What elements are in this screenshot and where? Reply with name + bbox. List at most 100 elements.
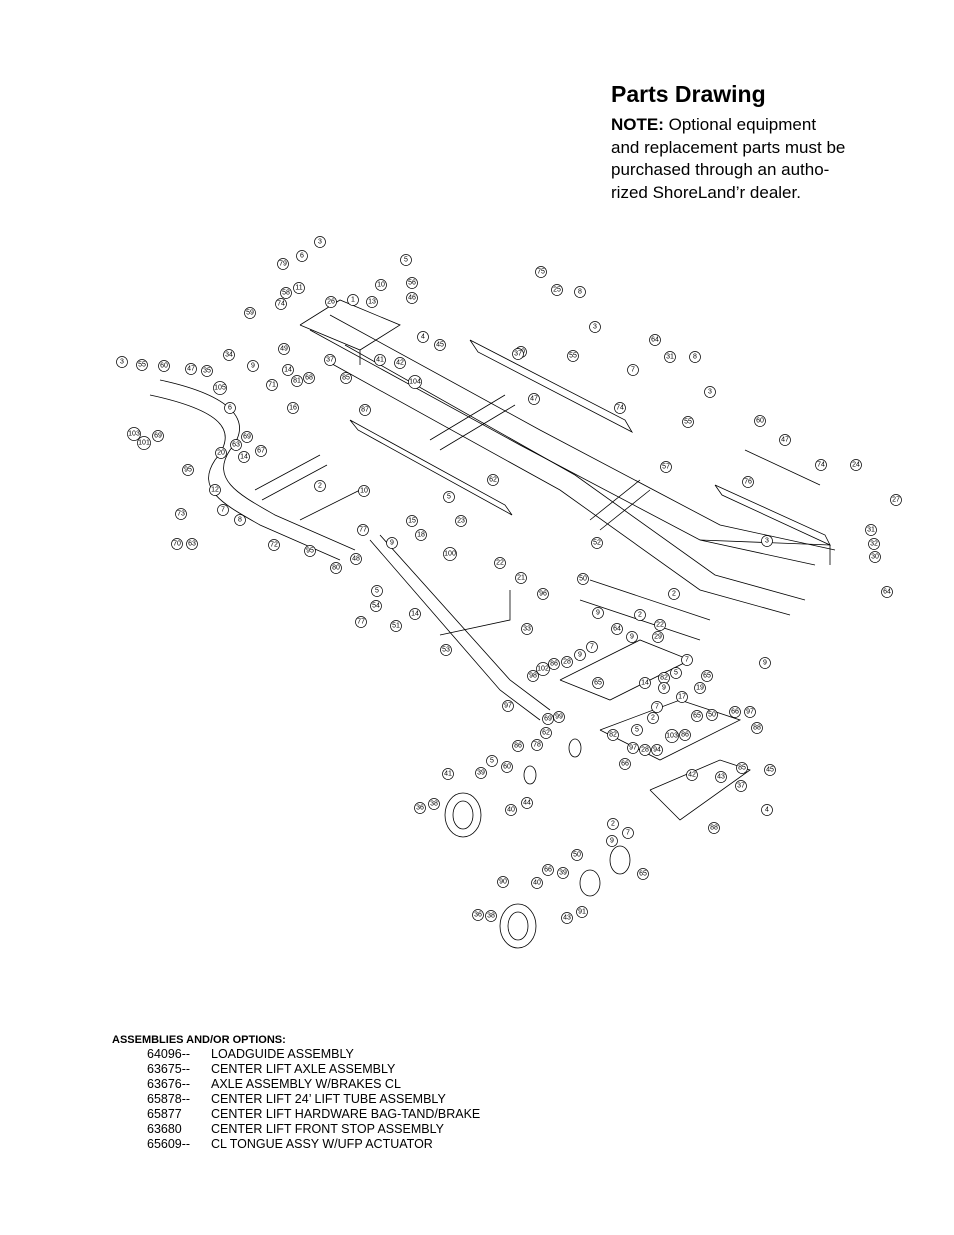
callout-circle [540,727,552,739]
callout-circle [137,436,151,450]
callout-circle [175,508,187,520]
callout-number: 74 [616,405,624,412]
callout-number: 5 [635,727,639,734]
callout-number: 8 [578,289,582,296]
callout-number: 31 [666,354,674,361]
callout-circle [591,537,603,549]
callout-circle [434,339,446,351]
part-callout: 95 [304,545,316,557]
callout-number: 5 [404,257,408,264]
callout-number: 69 [154,433,162,440]
assembly-desc: CENTER LIFT AXLE ASSEMBLY [211,1062,396,1076]
callout-circle [485,910,497,922]
title-block: Parts Drawing NOTE: Optional equipment a… [611,80,911,204]
part-callout: 10 [375,279,387,291]
part-callout: 50 [577,573,589,585]
part-callout: 25 [551,284,563,296]
part-callout: 38 [485,910,497,922]
note-line-3: purchased through an autho- [611,160,830,179]
callout-circle [386,537,398,549]
part-callout: 42 [686,769,698,781]
callout-circle [557,867,569,879]
callout-circle [679,729,691,741]
part-callout: 62 [540,727,552,739]
callout-circle [502,700,514,712]
callout-circle [754,415,766,427]
callout-circle [486,755,498,767]
part-callout: 34 [223,349,235,361]
callout-number: 5 [490,758,494,765]
part-callout: 39 [557,867,569,879]
callout-number: 88 [710,825,718,832]
callout-number: 66 [621,761,629,768]
part-callout: 97 [627,742,639,754]
callout-circle [626,631,638,643]
callout-number: 34 [225,352,233,359]
part-callout: 97 [744,706,756,718]
part-callout: 72 [268,539,280,551]
callout-number: 2 [638,612,642,619]
callout-number: 54 [372,603,380,610]
callout-circle [443,547,457,561]
callout-number: 72 [270,542,278,549]
part-callout: 10 [358,485,370,497]
callout-circle [330,562,342,574]
callout-circle [414,802,426,814]
callout-number: 50 [579,576,587,583]
part-callout: 82 [658,672,670,684]
callout-circle [359,404,371,416]
part-callout: 35 [201,365,213,377]
callout-number: 82 [609,732,617,739]
callout-circle [742,476,754,488]
callout-circle [577,573,589,585]
part-callout: 14 [282,364,294,376]
callout-number: 82 [660,675,668,682]
part-callout: 45 [434,339,446,351]
callout-circle [664,351,676,363]
callout-circle [553,711,565,723]
callout-number: 36 [474,912,482,919]
callout-circle [127,427,141,441]
callout-circle [494,557,506,569]
callout-number: 76 [744,479,752,486]
assembly-code: 63676-- [147,1077,191,1091]
callout-number: 9 [596,610,600,617]
callout-number: 97 [746,709,754,716]
callout-number: 69 [243,434,251,441]
callout-circle [296,250,308,262]
callout-circle [440,644,452,656]
callout-circle [551,284,563,296]
callout-number: 94 [653,747,661,754]
part-callout: 30 [869,551,881,563]
part-callout: 22 [494,557,506,569]
callout-number: 69 [544,716,552,723]
callout-circle [217,504,229,516]
callout-circle [694,682,706,694]
callout-number: 103 [666,733,678,740]
callout-circle [531,877,543,889]
callout-circle [881,586,893,598]
callout-circle [647,712,659,724]
part-callout: 105 [213,381,227,395]
callout-circle [455,515,467,527]
callout-circle [691,710,703,722]
callout-number: 66 [544,867,552,874]
callout-circle [247,360,259,372]
part-callout: 1 [347,294,359,306]
callout-number: 9 [578,652,582,659]
callout-circle [325,296,337,308]
callout-number: 74 [277,301,285,308]
callout-circle [171,538,183,550]
callout-circle [186,538,198,550]
callout-circle [501,761,513,773]
callout-number: 42 [688,772,696,779]
callout-number: 90 [499,879,507,886]
callout-circle [654,619,666,631]
part-callout: 28 [639,744,651,756]
callout-number: 9 [390,540,394,547]
callout-number: 5 [375,588,379,595]
callout-number: 97 [629,745,637,752]
callout-circle [428,798,440,810]
